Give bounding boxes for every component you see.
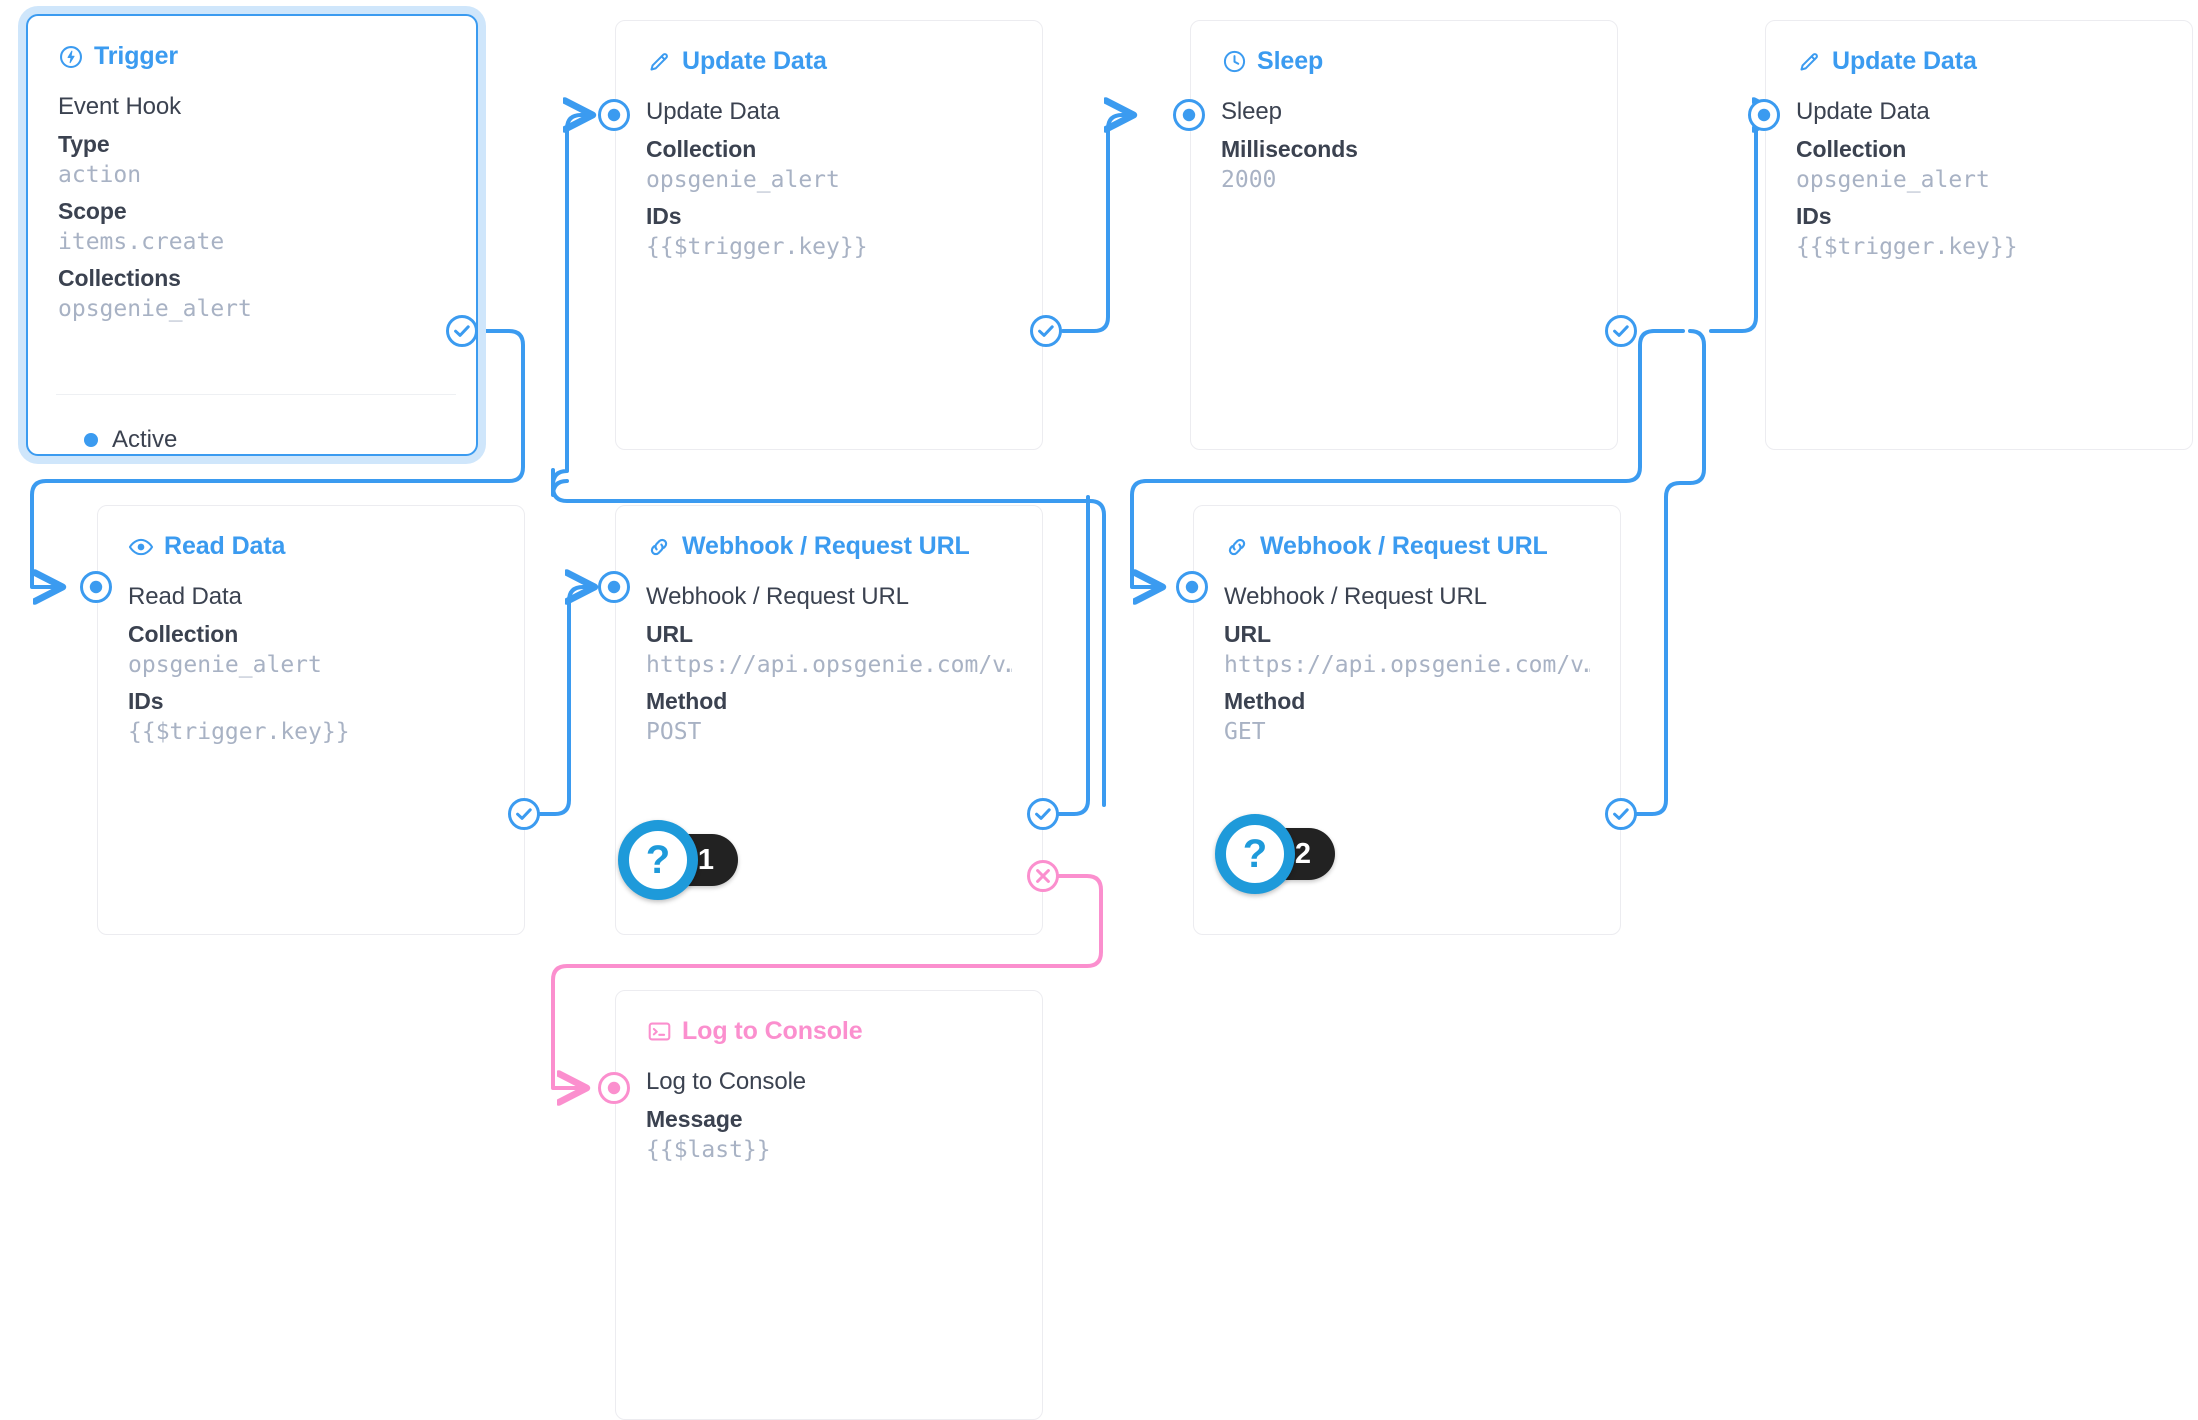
node-title-read-data: Read Data [128, 532, 494, 561]
question-mark-icon[interactable]: ? [618, 820, 698, 900]
field-value-collection: opsgenie_alert [646, 167, 840, 193]
field-label-method: Method [1224, 688, 1306, 714]
output-port-resolve-webhook-post[interactable] [1026, 797, 1060, 831]
link-icon [646, 534, 672, 560]
field-label-url: URL [646, 621, 693, 647]
pencil-icon [1796, 49, 1822, 75]
field-label-type: Type [58, 131, 110, 157]
field-label-collection: Collection [128, 621, 239, 647]
card-divider [56, 394, 456, 395]
output-port-resolve-sleep[interactable] [1604, 314, 1638, 348]
output-port-resolve-webhook-get[interactable] [1604, 797, 1638, 831]
node-title-text: Log to Console [682, 1017, 863, 1045]
output-port-resolve-read-data[interactable] [507, 797, 541, 831]
node-operation-name: Log to Console [646, 1068, 807, 1095]
badge-count: 1 [697, 843, 714, 876]
node-title-text: Trigger [94, 42, 179, 70]
field-value-method: POST [646, 719, 702, 745]
node-card-update-data-1[interactable]: Update Data Update Data Collection opsge… [615, 20, 1043, 450]
node-operation-name: Webhook / Request URL [646, 583, 909, 610]
field-value-collection: opsgenie_alert [128, 652, 322, 678]
help-badge-1[interactable]: ? 1 [618, 820, 738, 900]
field-value-url: https://api.opsgenie.com/v… [646, 652, 1012, 678]
node-title-text: Webhook / Request URL [682, 532, 970, 560]
node-title-webhook-get: Webhook / Request URL [1224, 532, 1590, 561]
input-port-log-to-console[interactable] [597, 1071, 631, 1105]
field-value-url: https://api.opsgenie.com/v… [1224, 652, 1590, 678]
node-operation-name: Update Data [1796, 98, 1930, 125]
node-title-update-data-1: Update Data [646, 47, 1012, 76]
field-value-collection: opsgenie_alert [1796, 167, 1990, 193]
node-title-text: Update Data [682, 47, 827, 75]
field-label-ids: IDs [1796, 203, 1832, 229]
clock-icon [1221, 49, 1247, 75]
input-port-update-data-2[interactable] [1747, 98, 1781, 132]
question-mark-icon[interactable]: ? [1215, 814, 1295, 894]
node-card-sleep[interactable]: Sleep Sleep Milliseconds 2000 [1190, 20, 1618, 450]
field-value-scope: items.create [58, 229, 225, 255]
status-dot [84, 433, 98, 447]
node-title-text: Update Data [1832, 47, 1977, 75]
node-card-update-data-2[interactable]: Update Data Update Data Collection opsge… [1765, 20, 2193, 450]
question-glyph: ? [645, 838, 671, 882]
node-operation-name: Sleep [1221, 98, 1282, 125]
node-title-log-to-console: Log to Console [646, 1017, 1012, 1046]
node-title-text: Webhook / Request URL [1260, 532, 1548, 560]
node-card-read-data[interactable]: Read Data Read Data Collection opsgenie_… [97, 505, 525, 935]
field-label-collection: Collection [1796, 136, 1907, 162]
bolt-circle-icon [58, 44, 84, 70]
node-card-trigger[interactable]: Trigger Event Hook Type action Scope ite… [26, 14, 478, 456]
help-badge-2[interactable]: ? 2 [1215, 814, 1335, 894]
node-operation-name: Update Data [646, 98, 780, 125]
field-label-collections: Collections [58, 265, 181, 291]
field-value-milliseconds: 2000 [1221, 167, 1277, 193]
console-icon [646, 1019, 672, 1045]
output-port-resolve-trigger[interactable] [445, 314, 479, 348]
input-port-sleep[interactable] [1172, 98, 1206, 132]
node-card-log-to-console[interactable]: Log to Console Log to Console Message {{… [615, 990, 1043, 1420]
field-label-method: Method [646, 688, 728, 714]
node-title-text: Read Data [164, 532, 286, 560]
link-icon [1224, 534, 1250, 560]
status-badge: Active [84, 426, 177, 454]
field-label-ids: IDs [646, 203, 682, 229]
field-value-collections: opsgenie_alert [58, 296, 252, 322]
field-label-url: URL [1224, 621, 1271, 647]
node-operation-name: Event Hook [58, 93, 182, 120]
node-title-sleep: Sleep [1221, 47, 1587, 76]
field-value-ids: {{$trigger.key}} [128, 719, 350, 745]
pencil-icon [646, 49, 672, 75]
badge-count: 2 [1294, 837, 1311, 870]
input-port-webhook-post[interactable] [597, 570, 631, 604]
field-value-method: GET [1224, 719, 1266, 745]
field-label-ids: IDs [128, 688, 164, 714]
question-glyph: ? [1242, 832, 1268, 876]
node-operation-name: Webhook / Request URL [1224, 583, 1487, 610]
node-title-webhook-post: Webhook / Request URL [646, 532, 1012, 561]
field-value-type: action [58, 162, 142, 188]
field-value-ids: {{$trigger.key}} [1796, 234, 2018, 260]
output-port-resolve-update-data-1[interactable] [1029, 314, 1063, 348]
input-port-update-data-1[interactable] [597, 98, 631, 132]
field-label-milliseconds: Milliseconds [1221, 136, 1358, 162]
output-port-reject-webhook-post[interactable] [1026, 859, 1060, 893]
field-value-message: {{$last}} [646, 1137, 771, 1163]
field-label-scope: Scope [58, 198, 127, 224]
eye-icon [128, 534, 154, 560]
status-label: Active [112, 426, 178, 453]
node-operation-name: Read Data [128, 583, 242, 610]
field-label-message: Message [646, 1106, 743, 1132]
node-title-text: Sleep [1257, 47, 1324, 75]
input-port-read-data[interactable] [79, 570, 113, 604]
field-value-ids: {{$trigger.key}} [646, 234, 868, 260]
field-label-collection: Collection [646, 136, 757, 162]
node-title-update-data-2: Update Data [1796, 47, 2162, 76]
node-title-trigger: Trigger [58, 42, 446, 71]
input-port-webhook-get[interactable] [1175, 570, 1209, 604]
